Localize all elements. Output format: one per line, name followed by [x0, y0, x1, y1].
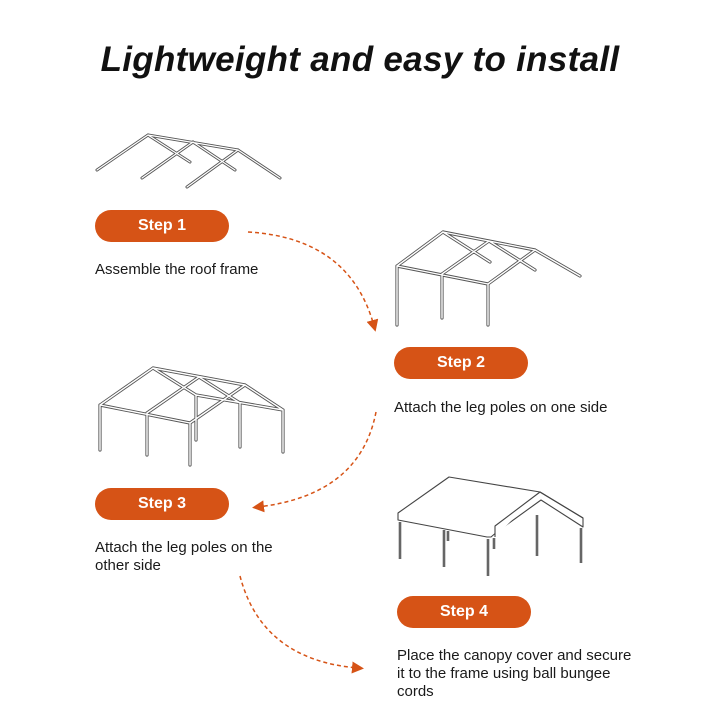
arrow-step3-to-step4	[239, 575, 364, 674]
step-1-description: Assemble the roof frame	[95, 261, 259, 278]
step-2-description: Attach the leg poles on one side	[394, 399, 608, 416]
step-1-badge: Step 1	[95, 210, 229, 242]
arrow-step2-to-step3	[252, 411, 377, 513]
frame-one-side-legs-illustration	[395, 230, 582, 327]
frame-both-sides-legs-illustration	[98, 366, 285, 467]
step-4-badge: Step 4	[397, 596, 531, 628]
arrow-step1-to-step2	[247, 231, 379, 332]
roof-frame-illustration	[95, 133, 282, 189]
canopy-installed-illustration	[397, 476, 584, 576]
step-3-badge: Step 3	[95, 488, 229, 520]
page-title: Lightweight and easy to install	[100, 40, 620, 79]
step-3-description: Attach the leg poles on the other side	[95, 539, 273, 574]
flow-arrows	[239, 231, 379, 674]
step-4-description: Place the canopy cover and secure it to …	[397, 647, 632, 700]
step-2-badge: Step 2	[394, 347, 528, 379]
